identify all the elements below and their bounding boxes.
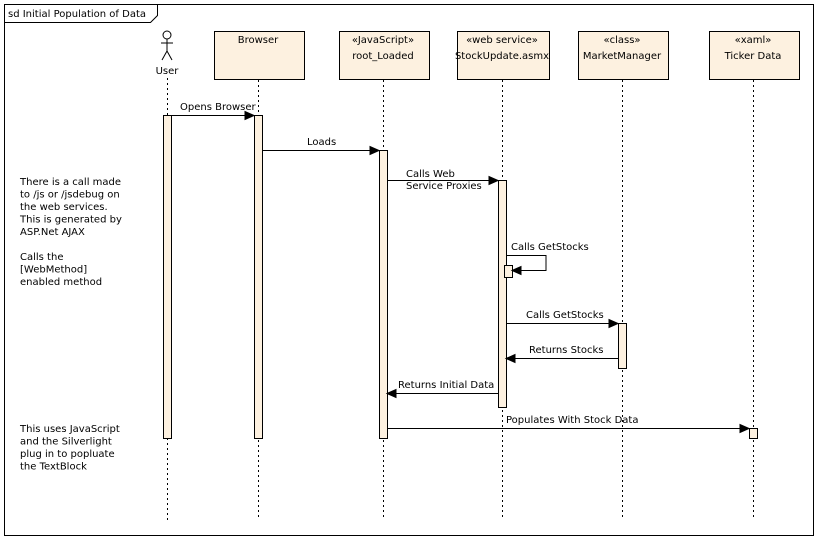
note-1: There is a call made to /js or /jsdebug o… <box>19 177 122 288</box>
activation-bar <box>163 115 172 439</box>
message-label: Service Proxies <box>406 181 482 192</box>
message-label: Returns Stocks <box>529 345 603 356</box>
participant-box <box>214 31 305 80</box>
participant-ticker: «xaml» Ticker Data <box>709 31 800 80</box>
participant-root: «JavaScript» root_Loaded <box>339 31 430 80</box>
participant-browser: Browser <box>214 31 305 80</box>
participant-name: Browser <box>238 35 279 46</box>
note-line: ASP.Net AJAX <box>20 227 85 238</box>
participant-box <box>709 31 800 80</box>
arrowhead <box>244 110 256 121</box>
message-4: Calls GetStocks <box>506 242 589 276</box>
note-line: the TextBlock <box>20 462 87 473</box>
participant-stereotype: «web service» <box>466 35 538 46</box>
participant-box <box>578 31 669 80</box>
activation-bar <box>379 150 388 439</box>
note-line: This uses JavaScript <box>19 424 120 435</box>
note-line: [WebMethod] <box>20 265 87 276</box>
participant-name: User <box>156 66 180 77</box>
participant-box <box>339 31 430 80</box>
note-line: This is generated by <box>19 215 122 226</box>
note-line: to /js or /jsdebug on <box>20 190 120 201</box>
message-5: Calls GetStocks <box>506 310 620 329</box>
frame-title-tab <box>4 4 158 23</box>
arrowhead <box>504 353 516 364</box>
message-label: Opens Browser <box>180 102 257 113</box>
note-line: Calls the <box>20 252 63 263</box>
message-label: Calls Web <box>406 169 455 180</box>
arrowhead <box>608 318 620 329</box>
participant-stereotype: «xaml» <box>735 35 772 46</box>
actor-leg-right <box>166 50 173 61</box>
participant-name: MarketManager <box>583 51 662 62</box>
note-line: the web services. <box>20 202 108 213</box>
message-6: Returns Stocks <box>504 345 618 364</box>
activation-bar <box>749 428 758 439</box>
participant-name: Ticker Data <box>724 51 782 62</box>
note-line: enabled method <box>20 277 102 288</box>
note-line: There is a call made <box>19 177 121 188</box>
message-line <box>506 255 547 271</box>
message-label: Calls GetStocks <box>526 310 604 321</box>
arrowhead <box>488 175 500 186</box>
note-line: and the Silverlight <box>20 437 112 448</box>
participant-mm: «class» MarketManager <box>578 31 669 80</box>
participant-svc: «web service» StockUpdate.asmx <box>455 31 550 80</box>
arrowhead <box>510 265 522 276</box>
participant-stereotype: «JavaScript» <box>352 35 414 46</box>
message-label: Calls GetStocks <box>511 242 589 253</box>
arrowhead <box>739 423 751 434</box>
message-1: Opens Browser <box>171 102 257 121</box>
note-2: This uses JavaScript and the Silverlightp… <box>19 424 120 473</box>
actor-head <box>162 30 172 40</box>
note-line: plug in to popluate <box>20 449 115 460</box>
frame-title: sd Initial Population of Data <box>8 9 146 20</box>
message-2: Loads <box>262 137 381 156</box>
participant-stereotype: «class» <box>603 35 640 46</box>
activations-layer <box>163 115 758 439</box>
actor-user: User <box>156 30 180 77</box>
arrowhead <box>385 388 397 399</box>
arrowhead <box>369 145 381 156</box>
message-8: Populates With Stock Data <box>387 415 751 434</box>
participant-name: root_Loaded <box>352 51 414 62</box>
participants-layer: User Browser «JavaScript» root_Loaded «web s… <box>156 30 800 80</box>
message-label: Populates With Stock Data <box>506 415 638 426</box>
participant-box <box>457 31 550 80</box>
activation-bar <box>618 323 627 369</box>
participant-name: StockUpdate.asmx <box>455 51 549 62</box>
message-label: Returns Initial Data <box>398 380 494 391</box>
activation-bar <box>498 180 507 408</box>
message-7: Returns Initial Data <box>385 380 498 399</box>
activation-bar <box>254 115 263 439</box>
actor-leg-left <box>161 50 168 61</box>
notes-layer: There is a call made to /js or /jsdebug o… <box>19 177 122 473</box>
message-label: Loads <box>307 137 336 148</box>
activation-bar <box>504 265 513 278</box>
diagram-frame <box>4 4 814 536</box>
